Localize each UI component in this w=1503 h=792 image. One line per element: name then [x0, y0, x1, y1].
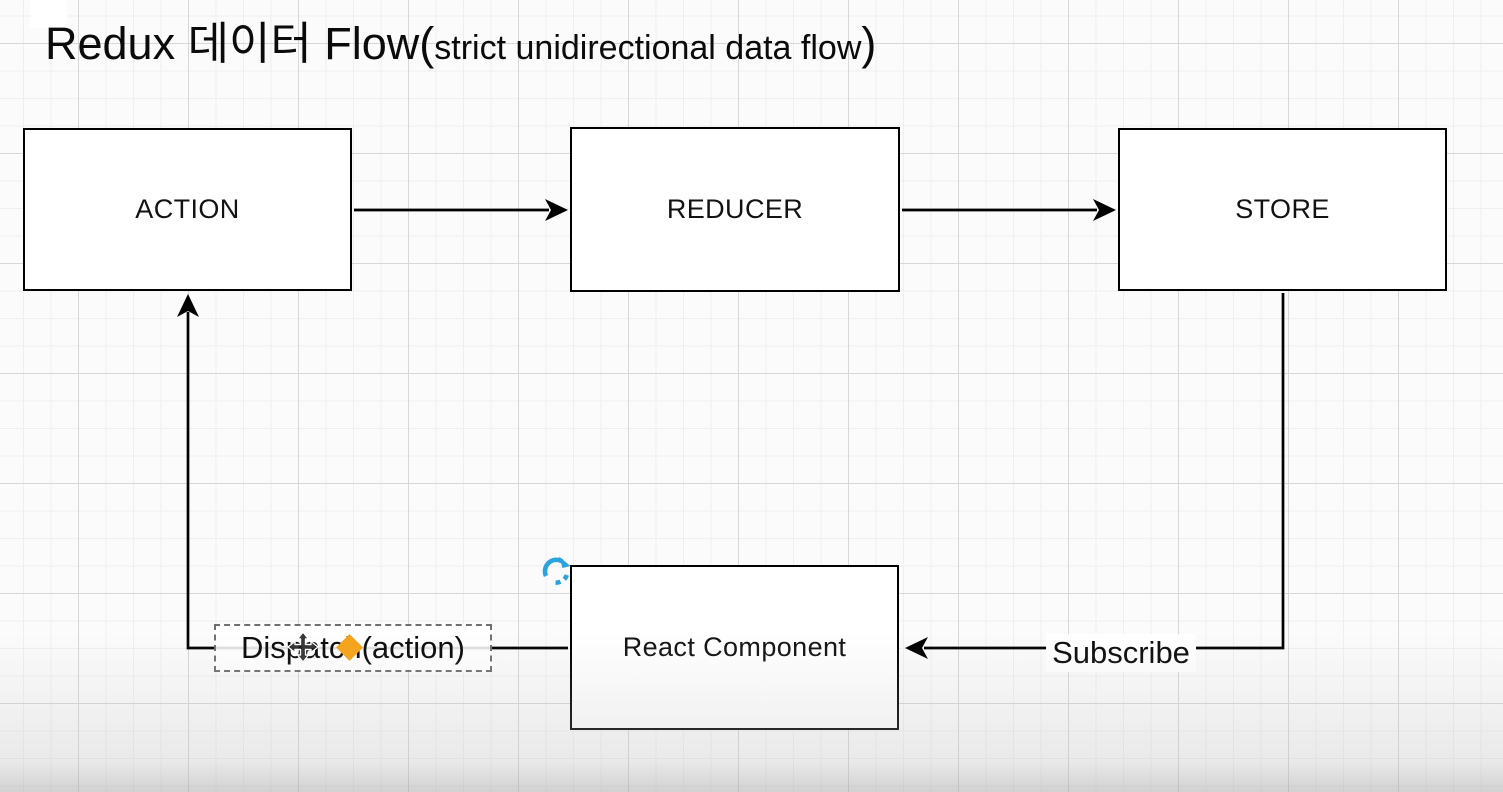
subscribe-edge-label[interactable]: Subscribe — [1046, 634, 1196, 672]
diagram-title-sub: strict unidirectional data flow — [434, 29, 862, 67]
node-reducer-label: REDUCER — [666, 194, 804, 224]
node-reducer[interactable]: REDUCER — [570, 127, 900, 292]
diagram-title-main: Redux 데이터 Flow( — [45, 18, 435, 69]
node-store-label: STORE — [1235, 194, 1330, 224]
edge-reducer-to-store[interactable] — [902, 199, 1116, 221]
node-action[interactable]: ACTION — [23, 128, 352, 291]
diagram-title-close: ) — [861, 18, 877, 69]
node-action-label: ACTION — [135, 194, 240, 224]
node-react-component[interactable]: React Component — [570, 565, 899, 730]
edge-store-to-react-subscribe[interactable] — [905, 293, 1285, 659]
edge-action-to-reducer[interactable] — [354, 199, 568, 221]
edge-react-to-action-dispatch[interactable] — [177, 294, 568, 650]
rotate-clockwise-icon[interactable] — [534, 549, 578, 593]
node-react-component-label: React Component — [622, 632, 847, 662]
diagram-title[interactable]: Redux 데이터 Flow(strict unidirectional dat… — [45, 16, 876, 72]
node-store[interactable]: STORE — [1118, 128, 1447, 291]
